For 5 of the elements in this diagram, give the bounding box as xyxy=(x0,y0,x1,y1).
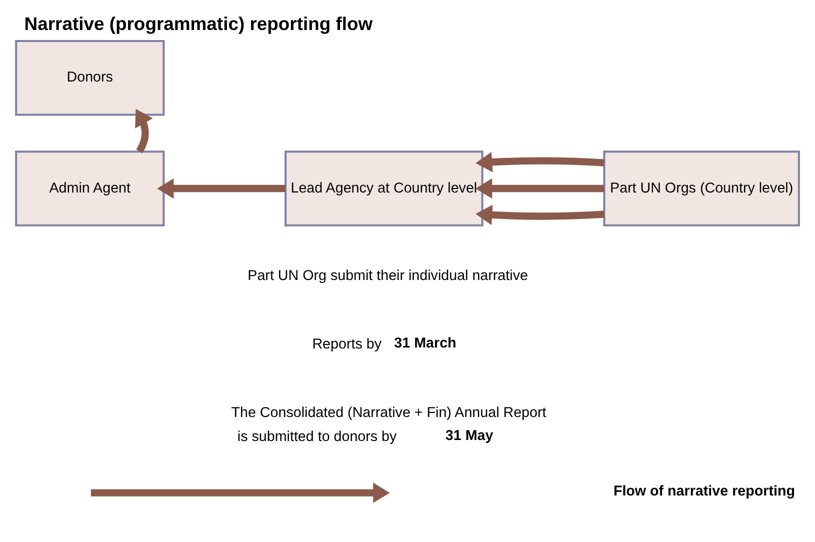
legend-label: Flow of narrative reporting xyxy=(613,484,795,500)
label: Part UN Org submit their individual narrative xyxy=(248,268,528,284)
diagram-title: Narrative (programmatic) reporting flow xyxy=(24,13,373,34)
label: Reports by 31 March xyxy=(312,336,456,353)
label: The Consolidated (Narrative + Fin) Annual Report is submitted to donors by 31 May xyxy=(231,405,546,445)
